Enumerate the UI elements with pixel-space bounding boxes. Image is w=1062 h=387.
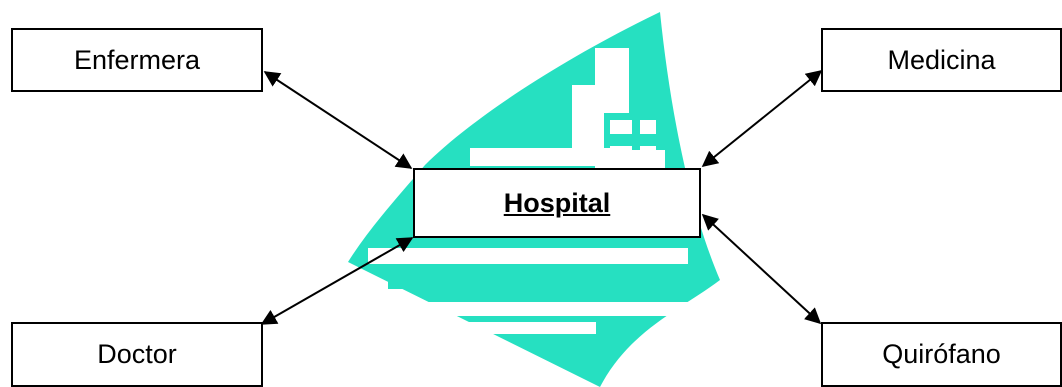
arrow-hospital-quirofano <box>701 213 822 325</box>
building-silhouette <box>356 48 690 334</box>
node-enfermera-label: Enfermera <box>73 44 201 75</box>
node-quirofano-label: Quirófano <box>882 339 1001 369</box>
node-medicina: Medicina <box>821 28 1062 92</box>
connector-arrows <box>260 69 823 325</box>
arrow-hospital-medicina <box>701 69 823 168</box>
node-hospital: Hospital <box>413 168 701 238</box>
node-quirofano: Quirófano <box>821 322 1062 387</box>
node-hospital-label: Hospital <box>503 187 611 218</box>
arrow-hospital-doctor <box>260 237 414 325</box>
node-doctor-label: Doctor <box>97 339 177 369</box>
node-doctor: Doctor <box>11 322 263 387</box>
arrow-hospital-enfermera <box>263 71 413 169</box>
building-windows <box>388 268 668 302</box>
node-enfermera: Enfermera <box>11 28 263 92</box>
node-medicina-label: Medicina <box>887 44 996 75</box>
